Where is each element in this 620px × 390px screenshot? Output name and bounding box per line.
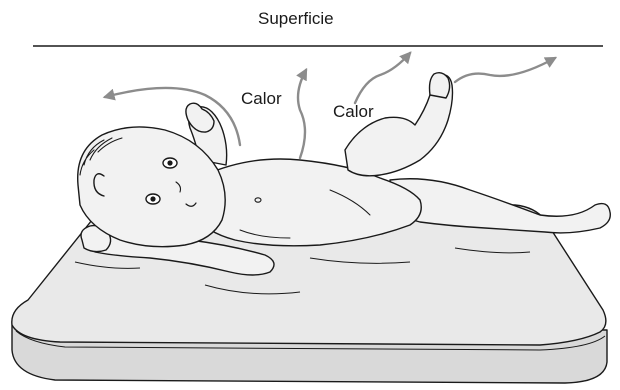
baby-pupil-right xyxy=(150,196,155,201)
heat-label-center: Calor xyxy=(241,90,282,107)
baby-foot-raised xyxy=(430,73,450,98)
baby-pupil-left xyxy=(167,160,172,165)
heat-label-right: Calor xyxy=(333,103,374,120)
heat-arrow-far-right xyxy=(455,58,555,82)
heat-arrow-right xyxy=(355,53,410,103)
heat-arrow-center xyxy=(298,70,306,158)
surface-label: Superficie xyxy=(258,10,334,27)
